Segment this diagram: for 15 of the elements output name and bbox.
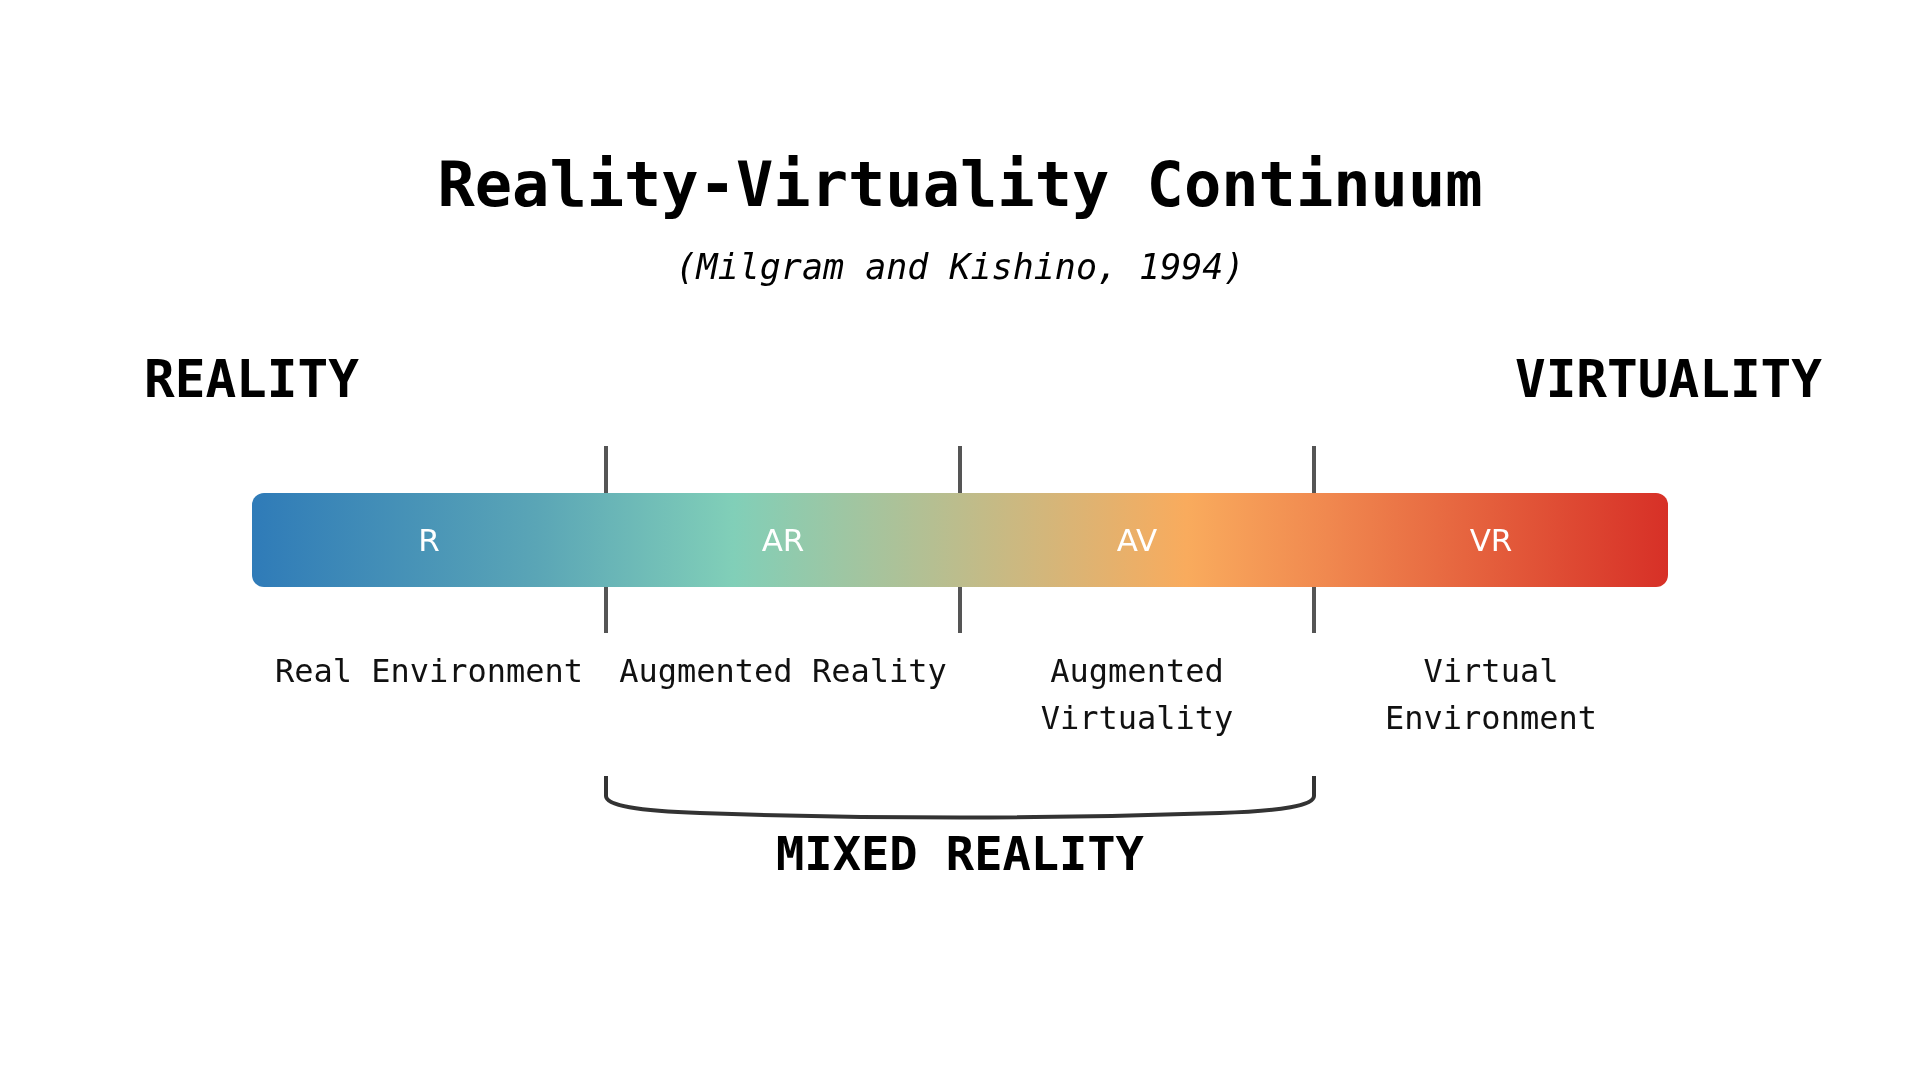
- segment-description: Virtual Environment: [1384, 651, 1598, 739]
- continuum-segment: [252, 493, 606, 587]
- axis-end-label: VIRTUALITY: [1514, 350, 1822, 410]
- citation: (Milgram and Kishino, 1994): [674, 246, 1246, 289]
- segment-label: AV: [1116, 522, 1158, 558]
- segment-description: Augmented Reality: [618, 651, 948, 692]
- segment-label: AR: [761, 522, 805, 558]
- segment-label: R: [418, 522, 440, 558]
- segment-label: VR: [1469, 522, 1513, 558]
- segment-description: Augmented Virtuality: [1039, 651, 1235, 739]
- axis-end-label: REALITY: [144, 350, 359, 410]
- group-label: MIXED REALITY: [775, 826, 1145, 882]
- diagram-title: Reality-Virtuality Continuum: [436, 147, 1484, 223]
- continuum-segment: [1314, 493, 1668, 587]
- segment-description: Real Environment: [273, 651, 585, 692]
